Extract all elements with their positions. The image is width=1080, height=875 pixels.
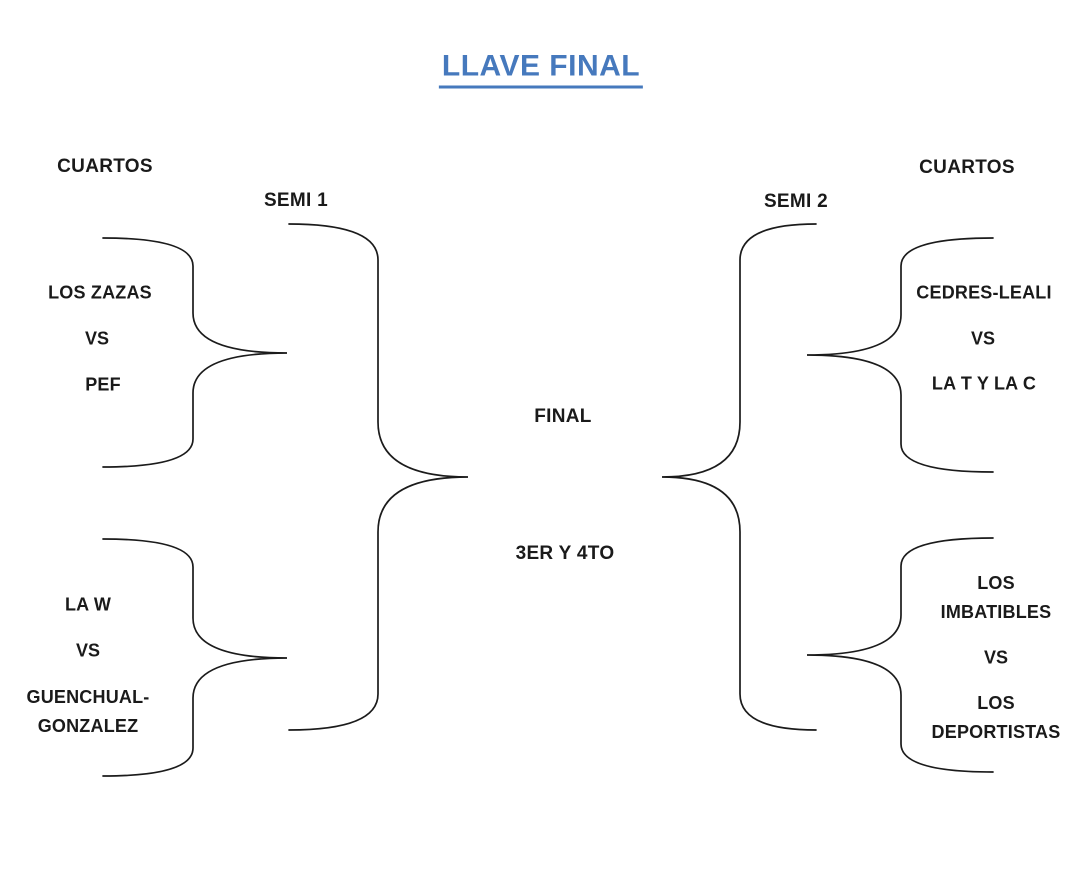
brace-quarter-left-bottom: [102, 538, 288, 777]
page-title: LLAVE FINAL: [438, 50, 644, 89]
team-pef: PEF: [85, 374, 121, 395]
brace-quarter-right-bottom: [806, 537, 994, 773]
vs-left-bottom: VS: [75, 640, 101, 661]
team-la-t-y-la-c: LA T Y LA C: [931, 373, 1037, 394]
label-final: FINAL: [534, 406, 592, 427]
brace-quarter-right-top: [806, 237, 994, 473]
team-los-zazas: LOS ZAZAS: [48, 282, 152, 303]
team-la-w: LA W: [64, 594, 112, 615]
brace-semi1: [288, 223, 469, 731]
label-semi1: SEMI 1: [263, 190, 329, 211]
label-third-place: 3ER Y 4TO: [515, 543, 615, 564]
team-los-deportistas: LOS DEPORTISTAS: [931, 693, 1061, 742]
label-quarters-right: CUARTOS: [919, 157, 1015, 178]
team-los-imbatibles: LOS IMBATIBLES: [940, 573, 1052, 622]
label-semi2: SEMI 2: [763, 191, 829, 212]
vs-right-top: VS: [970, 328, 996, 349]
team-guenchual-gonzalez: GUENCHUAL-GONZALEZ: [26, 687, 150, 736]
vs-right-bottom: VS: [983, 647, 1009, 668]
brace-semi2: [661, 223, 817, 731]
label-quarters-left: CUARTOS: [57, 156, 153, 177]
vs-left-top: VS: [84, 328, 110, 349]
team-cedres-leali: CEDRES-LEALI: [916, 282, 1052, 303]
brace-quarter-left-top: [102, 237, 288, 468]
